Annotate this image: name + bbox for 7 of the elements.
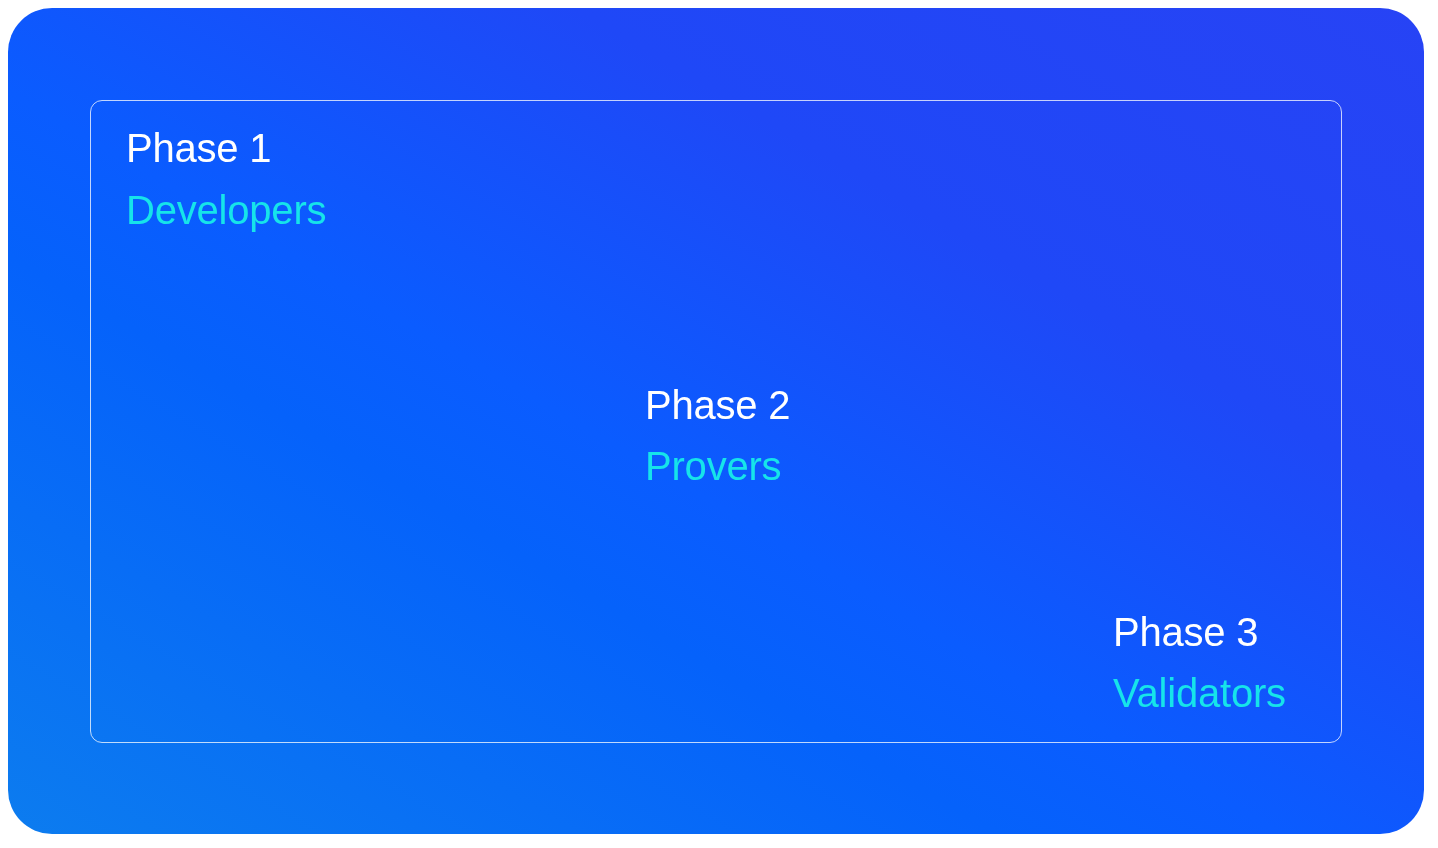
role-label: Provers <box>645 443 782 490</box>
phase-heading: Phase 2 <box>645 382 791 429</box>
outlined-box <box>90 100 1342 743</box>
phase-heading: Phase 3 <box>1113 609 1259 656</box>
role-label: Developers <box>126 187 327 234</box>
phase-heading: Phase 1 <box>126 125 272 172</box>
role-label: Validators <box>1113 670 1286 717</box>
